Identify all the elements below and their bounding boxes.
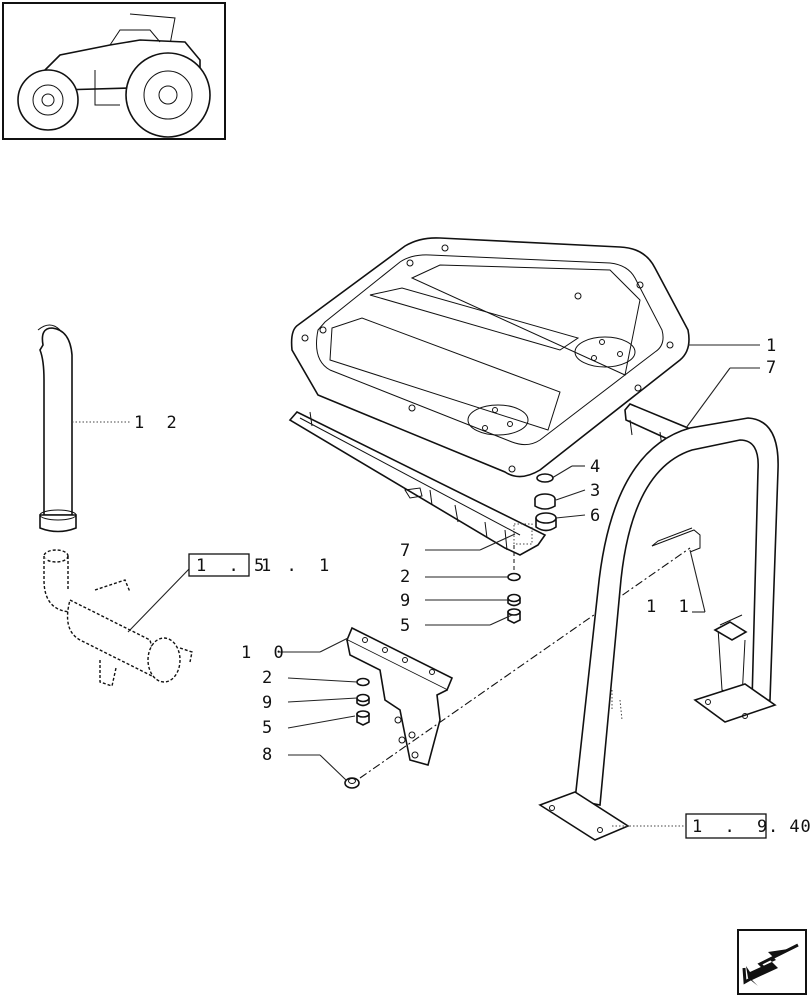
reference-boxed-text: 1 . 9 4 xyxy=(692,817,806,837)
next-page-arrow-icon[interactable] xyxy=(737,929,807,995)
cap-nut xyxy=(344,777,360,789)
fastener-stack-bracket xyxy=(356,677,370,726)
fastener-stack-rail xyxy=(507,572,521,624)
callout-labels: 1 7 1 2 4 3 6 7 2 9 5 1 0 2 9 5 8 1 1 xyxy=(134,336,782,765)
label-9-rail: 9 xyxy=(400,591,416,611)
rollover-frame xyxy=(538,417,779,841)
label-8: 8 xyxy=(262,745,278,765)
label-9-bracket: 9 xyxy=(262,693,278,713)
label-11: 1 1 xyxy=(646,597,695,617)
u-clip xyxy=(651,527,701,553)
label-12: 1 2 xyxy=(134,413,183,433)
label-2-rail: 2 xyxy=(400,567,416,587)
tractor-thumbnail-icon[interactable] xyxy=(2,2,226,140)
label-6: 6 xyxy=(590,506,606,526)
label-2-bracket: 2 xyxy=(262,668,278,688)
label-7-upper: 7 xyxy=(766,358,782,378)
reference-link-frame[interactable]: 1 . 9 4 . 0 / xyxy=(685,813,812,839)
reference-boxed-text: 1 . 1 xyxy=(196,556,277,576)
roof-canopy xyxy=(290,237,690,478)
reference-link-exhaust[interactable]: 1 . 1 5 . 1 xyxy=(188,553,335,577)
rubber-mount-stack xyxy=(534,473,557,532)
mounting-rail-left xyxy=(288,411,547,556)
reference-suffix-text: 5 . 1 xyxy=(254,556,335,576)
alignment-line xyxy=(359,545,691,779)
label-5-rail: 5 xyxy=(400,616,416,636)
label-3: 3 xyxy=(590,481,606,501)
label-10: 1 0 xyxy=(241,643,290,663)
label-7-lower: 7 xyxy=(400,541,416,561)
label-1: 1 xyxy=(766,336,782,356)
reference-suffix-text: . 0 / xyxy=(768,817,812,837)
leader-lines xyxy=(72,344,760,827)
muffler xyxy=(43,549,193,687)
label-5-bracket: 5 xyxy=(262,718,278,738)
support-bracket xyxy=(345,626,454,766)
label-4: 4 xyxy=(590,457,606,477)
exhaust-pipe xyxy=(37,324,77,533)
